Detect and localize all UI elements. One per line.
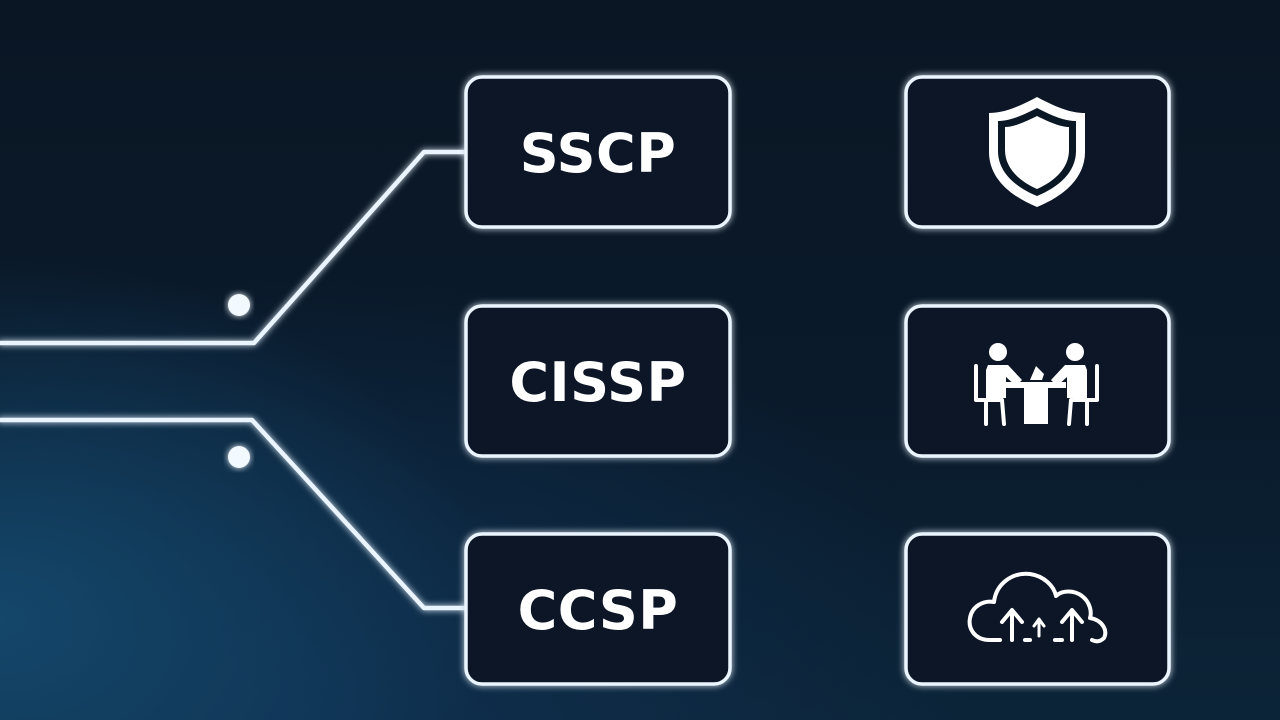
icon-box-cissp	[904, 304, 1171, 458]
wire-node-top	[228, 294, 250, 316]
wire-node-bottom	[228, 446, 250, 468]
cert-row-sscp: SSCP	[464, 75, 1171, 229]
cert-label-cissp: CISSP	[509, 351, 686, 414]
cert-label-ccsp: CCSP	[518, 579, 679, 642]
icon-box-ccsp	[904, 532, 1171, 686]
cert-box-ccsp	[464, 532, 732, 686]
cert-row-cissp: CISSP	[464, 304, 1171, 458]
meeting-icon	[974, 343, 1099, 426]
cert-row-ccsp: CCSP	[464, 532, 1171, 686]
wire-to-sscp	[0, 149, 471, 346]
cert-box-sscp	[464, 75, 732, 229]
cert-label-sscp: SSCP	[520, 122, 677, 185]
cloud-upload-icon	[967, 571, 1108, 644]
incoming-wires	[0, 149, 471, 611]
box-connectors	[727, 149, 909, 611]
wire-to-ccsp	[0, 417, 471, 611]
cert-box-cissp	[464, 304, 732, 458]
shield-icon	[989, 97, 1085, 207]
